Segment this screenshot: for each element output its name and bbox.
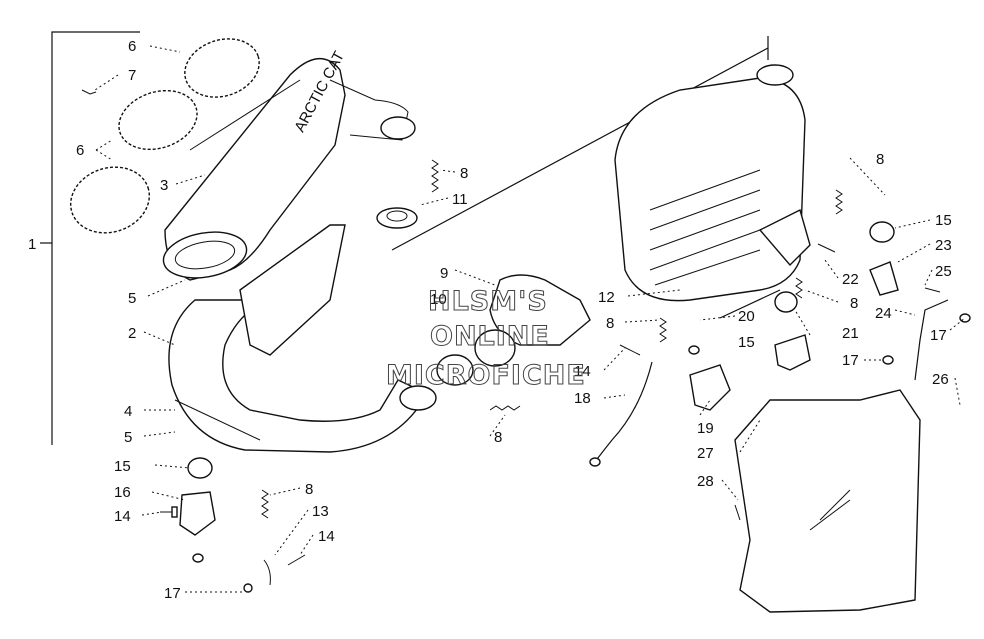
callout-21: 21 [842, 325, 859, 342]
callout-8: 8 [850, 295, 858, 312]
callout-17: 17 [164, 585, 181, 602]
divider-lines [391, 36, 781, 319]
callout-8: 8 [305, 481, 313, 498]
callout-3: 3 [160, 177, 168, 194]
callout-23: 23 [935, 237, 952, 254]
callout-24: 24 [875, 305, 892, 322]
heat-shield [734, 389, 921, 613]
callout-17: 17 [930, 327, 947, 344]
callout-2: 2 [128, 325, 136, 342]
callout-15: 15 [738, 334, 755, 351]
callout-6: 6 [76, 142, 84, 159]
watermark-line-3: MICROFICHE [386, 360, 586, 391]
callout-17: 17 [842, 352, 859, 369]
callout-14: 14 [574, 363, 591, 380]
y-pipe [436, 274, 591, 386]
ground-cable [589, 361, 653, 467]
clamp-rings [69, 38, 260, 234]
callout-10: 10 [430, 291, 447, 308]
callout-4: 4 [124, 403, 132, 420]
rubber-mounts [187, 221, 895, 479]
callout-11: 11 [452, 191, 468, 208]
callout-12: 12 [598, 289, 615, 306]
brackets [179, 261, 899, 536]
hardware [160, 243, 971, 593]
callout-15: 15 [935, 212, 952, 229]
callout-6: 6 [128, 38, 136, 55]
leader-lines [94, 45, 966, 593]
callout-8: 8 [606, 315, 614, 332]
callout-8: 8 [460, 165, 468, 182]
callout-labels: 1 6 7 6 3 5 2 4 5 8 11 9 10 8 15 16 14 1… [28, 38, 952, 602]
watermark-line-2: ONLINE [430, 321, 550, 352]
muffler: ARCTIC CAT [162, 49, 416, 281]
callout-14: 14 [114, 508, 131, 525]
air-silencer-box [614, 64, 811, 302]
callout-27: 27 [697, 445, 714, 462]
callout-28: 28 [697, 473, 714, 490]
callout-13: 13 [312, 503, 329, 520]
callout-9: 9 [440, 265, 448, 282]
watermark: HLSM'S ONLINE MICROFICHE [386, 286, 586, 392]
callout-15: 15 [114, 458, 131, 475]
callout-7: 7 [128, 67, 136, 84]
callout-18: 18 [574, 390, 591, 407]
assembly-bracket [40, 31, 140, 445]
callout-8: 8 [876, 151, 884, 168]
support-rod [914, 299, 949, 381]
callout-5: 5 [124, 429, 132, 446]
callout-14: 14 [318, 528, 335, 545]
exhaust-pipe [168, 224, 437, 453]
callout-1: 1 [28, 236, 36, 253]
callout-16: 16 [114, 484, 131, 501]
callout-8: 8 [494, 429, 502, 446]
callout-5: 5 [128, 290, 136, 307]
watermark-line-1: HLSM'S [428, 286, 548, 317]
grommet [376, 207, 418, 229]
callout-26: 26 [932, 371, 949, 388]
callout-22: 22 [842, 271, 859, 288]
springs [261, 159, 843, 519]
callout-19: 19 [697, 420, 714, 437]
callout-20: 20 [738, 308, 755, 325]
callout-25: 25 [935, 263, 952, 280]
